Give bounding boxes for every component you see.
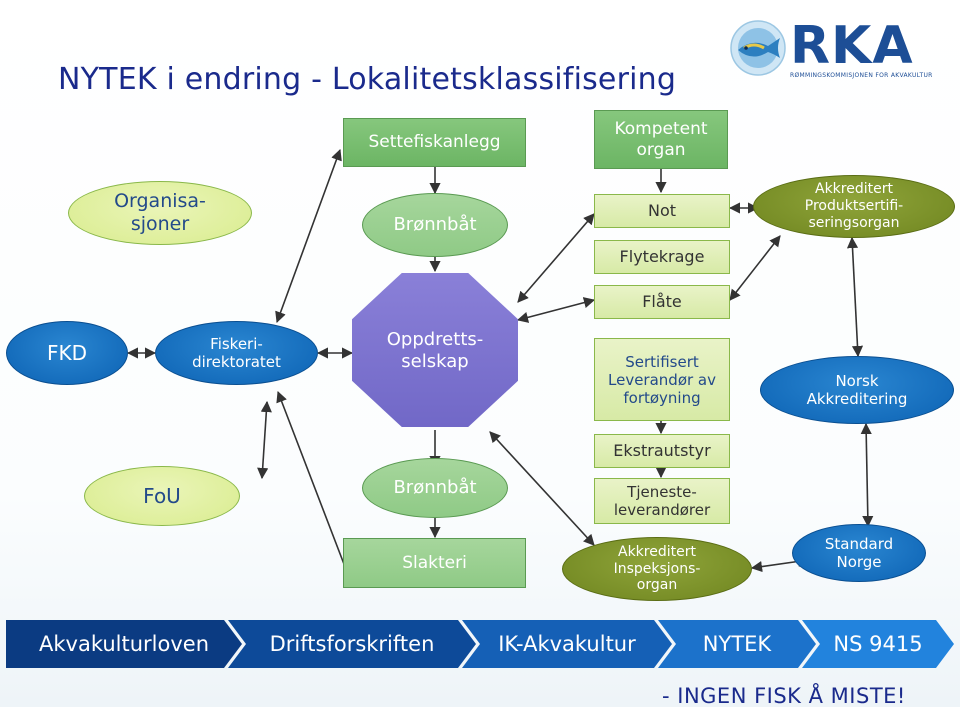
arrow-flate-akkreditert bbox=[729, 235, 781, 301]
node-fkd: FKD bbox=[6, 321, 128, 385]
chevron-ik-akvakultur: IK-Akvakultur bbox=[462, 620, 672, 668]
chevron-ns-9415: NS 9415 bbox=[802, 620, 954, 668]
node-fiskeridirektoratet: Fiskeri- direktoratet bbox=[155, 321, 318, 385]
node-slakteri: Slakteri bbox=[343, 538, 526, 588]
chevron-label: NS 9415 bbox=[833, 632, 923, 656]
arrow-norsk-standard bbox=[860, 422, 874, 528]
node-akkreditert-produktsertifisering: Akkreditert Produktsertifi- seringsorgan bbox=[753, 175, 955, 238]
fish-globe-logo-icon bbox=[730, 20, 786, 76]
chevron-akvakulturloven: Akvakulturloven bbox=[6, 620, 242, 668]
node-organisasjoner: Organisa- sjoner bbox=[68, 181, 252, 245]
chevron-label: IK-Akvakultur bbox=[498, 632, 636, 656]
arrow-settefisk-fiskeri bbox=[275, 148, 342, 324]
node-settefiskanlegg: Settefiskanlegg bbox=[343, 118, 526, 167]
node-bronnbat-bottom: Brønnbåt bbox=[362, 458, 508, 518]
node-flate: Flåte bbox=[594, 285, 730, 319]
node-oppdrettsselskap: Oppdretts- selskap bbox=[352, 273, 518, 427]
chevron-label: Driftsforskriften bbox=[269, 632, 435, 656]
node-akkreditert-inspeksjonsorgan: Akkreditert Inspeksjons- organ bbox=[562, 537, 752, 601]
node-sertifisert-leverandor: Sertifisert Leverandør av fortøyning bbox=[594, 338, 730, 421]
rka-logo: RKA RØMMINGSKOMMISJONEN FOR AKVAKULTUR bbox=[728, 14, 948, 86]
node-tjenesteleverandorer: Tjeneste- leverandører bbox=[594, 478, 730, 524]
node-kompetent-organ: Kompetent organ bbox=[594, 110, 728, 169]
slogan: - INGEN FISK Å MISTE! bbox=[662, 684, 906, 708]
arrow-oppdrett-flate bbox=[516, 297, 596, 323]
node-ekstrautstyr: Ekstrautstyr bbox=[594, 434, 730, 468]
logo-subtitle: RØMMINGSKOMMISJONEN FOR AKVAKULTUR bbox=[790, 72, 933, 79]
arrow-oppdrett-tjeneste bbox=[489, 431, 595, 546]
node-bronnbat-top: Brønnbåt bbox=[362, 193, 508, 257]
arrow-oppdrett-not bbox=[517, 213, 595, 303]
node-fou: FoU bbox=[84, 466, 240, 526]
logo-text: RKA bbox=[790, 16, 914, 76]
node-flytekrage: Flytekrage bbox=[594, 240, 730, 274]
page-title: NYTEK i endring - Lokalitetsklassifiseri… bbox=[58, 62, 677, 97]
chevron-driftsforskriften: Driftsforskriften bbox=[228, 620, 476, 668]
node-not: Not bbox=[594, 194, 730, 228]
node-standard-norge: Standard Norge bbox=[792, 524, 926, 582]
arrow-oppdrett-fou bbox=[257, 400, 272, 480]
chevron-label: NYTEK bbox=[702, 632, 772, 656]
chevron-label: Akvakulturloven bbox=[39, 632, 209, 656]
arrow-akkreditert-norsk bbox=[846, 236, 864, 358]
arrow-oppdrett-bronnbat-low bbox=[276, 390, 354, 587]
chevron-nytek: NYTEK bbox=[658, 620, 816, 668]
node-norsk-akkreditering: Norsk Akkreditering bbox=[760, 356, 954, 424]
